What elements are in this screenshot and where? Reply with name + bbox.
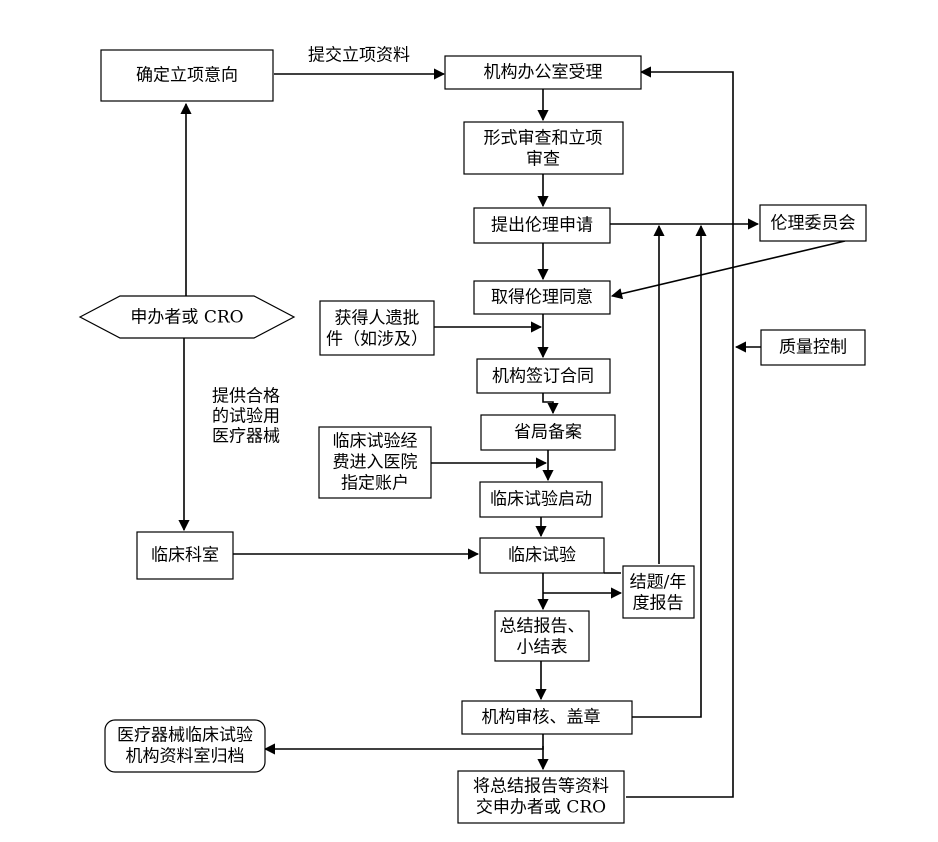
node-ethics-apply: 提出伦理申请 <box>473 207 611 244</box>
arrow-committee-to-approval <box>610 240 846 300</box>
arrow-quality-loop <box>626 66 734 798</box>
trial-start-label: 临床试验启动 <box>490 490 592 510</box>
node-review-seal: 机构审核、盖章 <box>461 700 633 735</box>
provide-device-note: 提供合格 的试验用 医疗器械 <box>212 387 280 447</box>
arrow-review-to-ethics <box>632 224 707 718</box>
clinical-dept-label: 临床科室 <box>151 546 219 566</box>
node-genetic-approval: 获得人遗批 件（如涉及） <box>319 300 435 356</box>
node-summary-report: 总结报告、 小结表 <box>494 610 590 662</box>
sign-contract-label: 机构签订合同 <box>492 367 594 387</box>
summary-report-label-line1: 总结报告、 <box>500 617 585 637</box>
node-sponsor-cro: 申办者或 CRO <box>78 295 296 339</box>
genetic-approval-label-line1: 获得人遗批 <box>335 309 420 329</box>
deliver-sponsor-label-line1: 将总结报告等资料 <box>473 777 609 797</box>
ethics-committee-label: 伦理委员会 <box>771 214 856 234</box>
funds-account-label-line2: 费进入医院 <box>333 453 418 473</box>
connectors <box>178 66 846 798</box>
ethics-apply-label: 提出伦理申请 <box>491 216 593 236</box>
node-provincial-filing: 省局备案 <box>480 414 616 451</box>
node-conclusion-report: 结题/年 度报告 <box>622 565 695 619</box>
node-sign-contract: 机构签订合同 <box>476 358 611 394</box>
funds-account-label-line1: 临床试验经 <box>333 432 418 452</box>
conclusion-report-label-line2: 度报告 <box>633 594 684 614</box>
confirm-intent-label: 确定立项意向 <box>136 66 238 86</box>
ethics-approval-label: 取得伦理同意 <box>491 288 593 308</box>
node-clinical-trial: 临床试验 <box>479 537 605 574</box>
node-ethics-committee: 伦理委员会 <box>759 204 867 242</box>
provide-device-label-line3: 医疗器械 <box>212 427 280 447</box>
quality-control-label: 质量控制 <box>779 338 847 358</box>
node-clinical-dept: 临床科室 <box>136 531 234 580</box>
clinical-trial-label: 临床试验 <box>508 546 576 566</box>
summary-report-label-line2: 小结表 <box>517 638 568 658</box>
office-accept-label: 机构办公室受理 <box>484 63 603 83</box>
submit-materials-label: 提交立项资料 <box>308 46 410 66</box>
node-quality-control: 质量控制 <box>760 329 866 366</box>
funds-account-label-line3: 指定账户 <box>341 474 409 494</box>
node-ethics-approval: 取得伦理同意 <box>473 280 611 315</box>
node-confirm-intent: 确定立项意向 <box>100 49 274 102</box>
provide-device-label-line1: 提供合格 <box>212 387 280 407</box>
formal-review-label-line1: 形式审查和立项 <box>484 129 603 149</box>
arrow-review-to-archive <box>263 743 544 755</box>
archive-label-line2: 机构资料室归档 <box>126 747 245 767</box>
sponsor-cro-label: 申办者或 CRO <box>130 308 243 328</box>
node-formal-review: 形式审查和立项 审查 <box>463 121 624 175</box>
node-trial-start: 临床试验启动 <box>479 481 603 518</box>
provincial-filing-label: 省局备案 <box>514 423 582 443</box>
node-archive: 医疗器械临床试验 机构资料室归档 <box>104 719 266 773</box>
deliver-sponsor-label-line2: 交申办者或 CRO <box>476 798 606 818</box>
provide-device-label-line2: 的试验用 <box>212 407 280 427</box>
review-seal-label: 机构审核、盖章 <box>482 708 601 728</box>
node-funds-account: 临床试验经 费进入医院 指定账户 <box>318 426 432 499</box>
arrow-contract-to-filing <box>542 393 559 415</box>
archive-label-line1: 医疗器械临床试验 <box>117 726 253 746</box>
conclusion-report-label-line1: 结题/年 <box>630 573 687 593</box>
genetic-approval-label-line2: 件（如涉及） <box>326 330 428 350</box>
node-deliver-sponsor: 将总结报告等资料 交申办者或 CRO <box>457 770 625 824</box>
formal-review-label-line2: 审查 <box>526 150 560 170</box>
node-office-accept: 机构办公室受理 <box>444 55 642 90</box>
